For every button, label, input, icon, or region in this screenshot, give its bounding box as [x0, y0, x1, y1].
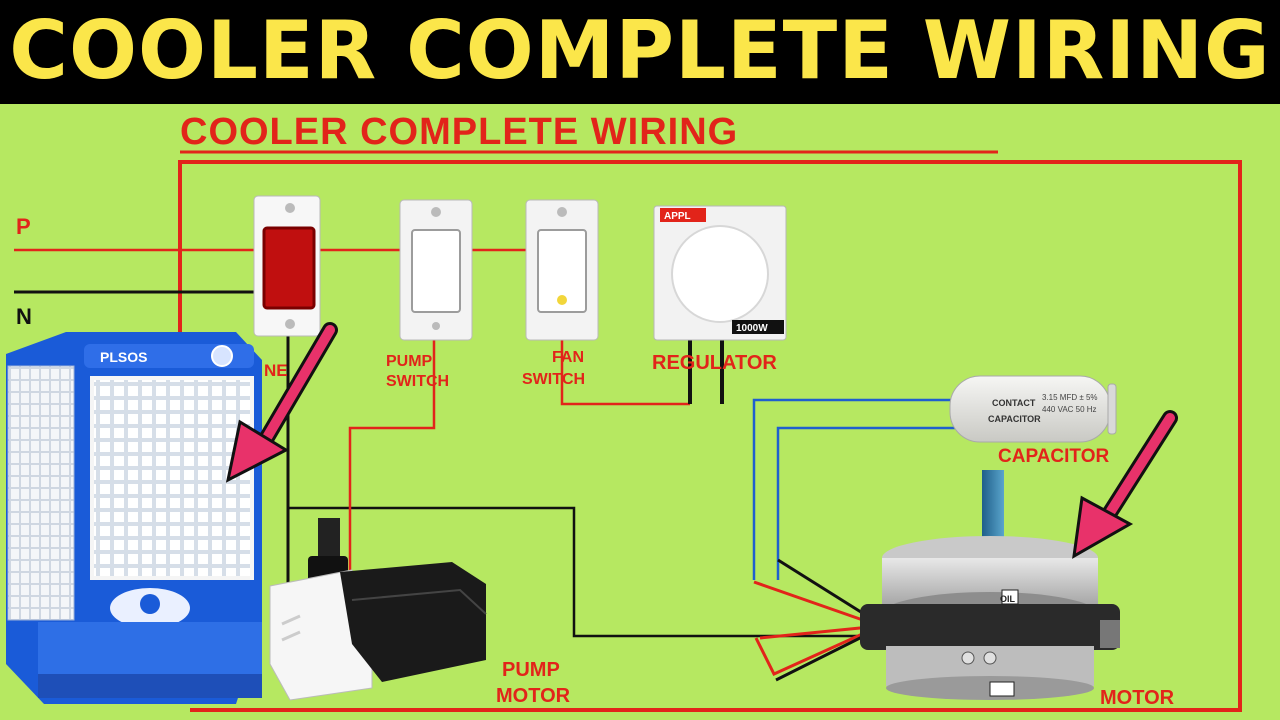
- fan-switch-label-1: FAN: [552, 349, 584, 366]
- pump-switch-label-2: SWITCH: [386, 373, 449, 390]
- motor-lead-red-2: [754, 624, 881, 676]
- capacitor-text-2: CAPACITOR: [988, 414, 1041, 424]
- banner-title: COOLER COMPLETE WIRING: [9, 4, 1271, 97]
- motor-arrow-icon: [1072, 410, 1178, 559]
- neutral-label: N: [16, 304, 32, 329]
- regulator-brand: APPL: [664, 211, 691, 222]
- pump-motor: [269, 518, 487, 701]
- fan-switch: [525, 199, 599, 341]
- cooler-arrow-icon: [225, 322, 338, 483]
- capacitor-wire-1: [752, 398, 955, 580]
- capacitor-wire-2: [776, 426, 955, 580]
- cooler-brand: PLSOS: [100, 349, 147, 365]
- pump-wire: [348, 318, 436, 580]
- air-cooler: PLSOS: [6, 332, 262, 704]
- wiring-diagram: COOLER COMPLETE WIRING P N: [6, 111, 1242, 712]
- motor-label: MOTOR: [1100, 687, 1175, 709]
- neutral-wire-motor: [288, 506, 880, 638]
- capacitor: CONTACT CAPACITOR 3.15 MFD ± 5% 440 VAC …: [949, 375, 1117, 443]
- indicator-label: NE: [264, 361, 288, 380]
- pump-switch: [399, 199, 473, 341]
- fan-switch-label-2: SWITCH: [522, 371, 585, 388]
- regulator-label: REGULATOR: [652, 352, 777, 374]
- motor-lead-red-1: [753, 580, 881, 628]
- diagram-title: COOLER COMPLETE WIRING: [180, 111, 738, 153]
- capacitor-text-1: CONTACT: [992, 398, 1036, 408]
- motor-oil-text: OIL: [1000, 594, 1016, 604]
- phase-label: P: [16, 214, 31, 239]
- pump-switch-label-1: PUMP: [386, 353, 433, 370]
- top-banner: COOLER COMPLETE WIRING: [0, 0, 1280, 104]
- capacitor-text-3: 3.15 MFD ± 5%: [1042, 393, 1098, 402]
- wiring-board: COOLER COMPLETE WIRING P N: [0, 104, 1280, 720]
- pump-motor-label-2: MOTOR: [496, 685, 571, 707]
- pump-motor-label-1: PUMP: [502, 659, 560, 681]
- regulator-rating: 1000W: [736, 323, 768, 334]
- frame-wire: [178, 160, 1242, 712]
- fan-motor: OIL: [860, 470, 1120, 700]
- capacitor-text-4: 440 VAC 50 Hz: [1042, 405, 1097, 414]
- regulator: APPL 1000W: [653, 205, 787, 341]
- indicator-lamp: [253, 195, 321, 337]
- capacitor-label: CAPACITOR: [998, 446, 1109, 467]
